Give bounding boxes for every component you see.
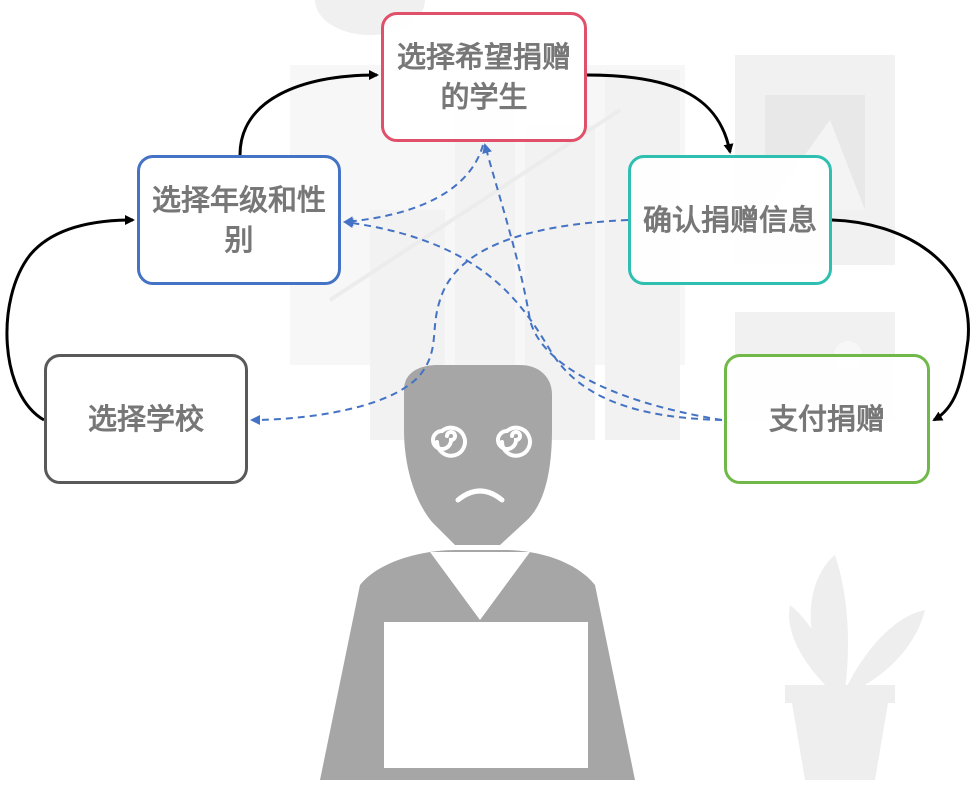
node-confirm-info-label: 确认捐赠信息 [642,203,817,237]
flow-arrow-school-to-grade [5,215,135,422]
node-select-grade-gender-label: 选择年级和性别 [151,183,326,257]
node-select-grade-gender: 选择年级和性别 [137,155,341,285]
node-select-school-label: 选择学校 [87,402,204,436]
backtrack-arrow-pay-to-grade [343,218,723,421]
potted-plant [785,555,925,780]
node-pay-donation-label: 支付捐赠 [768,402,885,436]
confused-person [320,365,635,780]
node-select-school: 选择学校 [44,354,248,484]
flow-arrow-confirm-to-pay [831,218,970,422]
spiral-eyes [431,425,532,458]
flow-arrow-grade-to-student [238,70,379,156]
backtrack-arrow-student-to-grade [343,144,484,227]
backtrack-arrow-confirm-to-school [250,219,629,425]
node-confirm-info: 确认捐赠信息 [628,155,832,285]
frown-mouth [455,488,505,503]
node-select-student-label: 选择希望捐赠的学生 [396,40,571,114]
node-pay-donation: 支付捐赠 [724,354,930,484]
flow-arrow-student-to-confirm [586,73,734,154]
background-bar-chart [290,65,685,440]
node-select-student: 选择希望捐赠的学生 [381,12,587,142]
